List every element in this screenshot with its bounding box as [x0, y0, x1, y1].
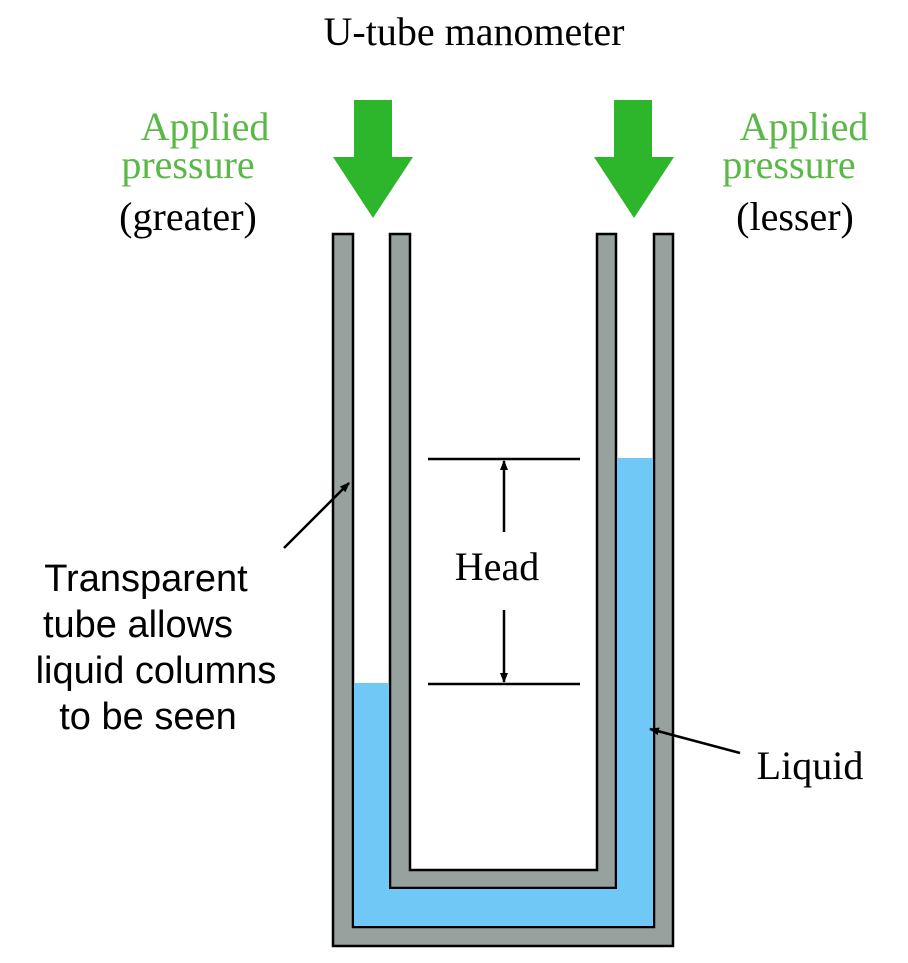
right-down-arrow-icon — [594, 100, 674, 218]
left-applied-label: Applied — [141, 104, 270, 149]
left-pressure-label: pressure — [121, 142, 254, 187]
outer-tube-wall — [331, 232, 675, 948]
left-down-arrow-icon — [333, 100, 413, 218]
right-qualifier-label: (lesser) — [736, 194, 854, 239]
liquid-leader-arrow-icon — [649, 727, 741, 755]
right-applied-label: Applied — [740, 104, 869, 149]
tube-note-line2: tube allows — [43, 604, 233, 646]
tube-note-line4: to be seen — [59, 696, 236, 738]
liquid-label: Liquid — [757, 743, 864, 788]
liquid-column — [354, 458, 653, 926]
right-pressure-label: pressure — [722, 142, 855, 187]
inner-tube-wall — [388, 232, 618, 890]
tube-note-line3: liquid columns — [36, 650, 277, 692]
left-qualifier-label: (greater) — [119, 194, 257, 239]
tube-leader-arrow-icon — [283, 482, 350, 549]
diagram-title: U-tube manometer — [324, 9, 625, 54]
tube-note-line1: Transparent — [44, 558, 248, 600]
head-label: Head — [455, 544, 539, 589]
